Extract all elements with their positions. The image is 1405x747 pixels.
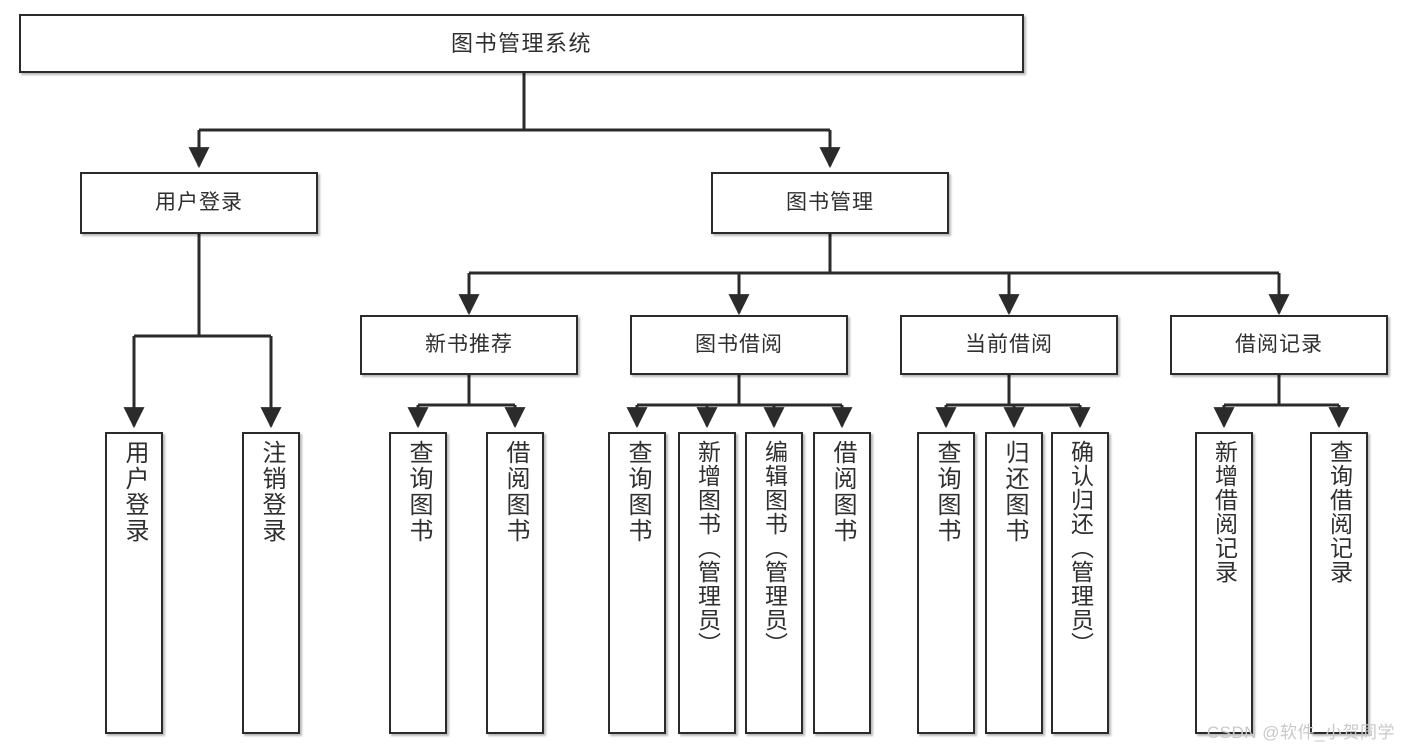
node-current-borrow[interactable]: 当前借阅	[900, 315, 1118, 375]
node-leaf-query-book-1-label: 查询图书	[405, 440, 432, 544]
node-leaf-confirm-return-label: 确认归还（管理员）	[1067, 440, 1094, 656]
node-leaf-borrow-book-1-label: 借阅图书	[502, 440, 529, 544]
node-leaf-query-book-1[interactable]: 查询图书	[389, 432, 447, 734]
node-borrow-record-label: 借阅记录	[1235, 332, 1323, 356]
node-current-borrow-label: 当前借阅	[965, 332, 1053, 356]
node-new-book-recommend-label: 新书推荐	[425, 332, 513, 356]
node-leaf-add-book[interactable]: 新增图书（管理员）	[678, 432, 736, 734]
node-leaf-query-book-2-label: 查询图书	[624, 440, 651, 544]
node-leaf-query-book-3[interactable]: 查询图书	[917, 432, 975, 734]
node-borrow-record[interactable]: 借阅记录	[1170, 315, 1388, 375]
node-leaf-confirm-return[interactable]: 确认归还（管理员）	[1051, 432, 1109, 734]
node-book-borrow-label: 图书借阅	[695, 332, 783, 356]
node-book-management[interactable]: 图书管理	[711, 172, 949, 234]
node-leaf-query-book-2[interactable]: 查询图书	[608, 432, 666, 734]
node-leaf-edit-book-label: 编辑图书（管理员）	[761, 440, 788, 656]
node-book-borrow[interactable]: 图书借阅	[630, 315, 848, 375]
node-user-login[interactable]: 用户登录	[80, 172, 318, 234]
node-leaf-add-record-label: 新增借阅记录	[1211, 440, 1238, 584]
node-leaf-borrow-book-2[interactable]: 借阅图书	[813, 432, 871, 734]
node-leaf-borrow-book-2-label: 借阅图书	[829, 440, 856, 544]
node-leaf-query-record[interactable]: 查询借阅记录	[1310, 432, 1368, 734]
watermark-text: CSDN @软件_小贺同学	[1206, 723, 1395, 742]
node-leaf-edit-book[interactable]: 编辑图书（管理员）	[745, 432, 803, 734]
node-leaf-query-record-label: 查询借阅记录	[1326, 440, 1353, 584]
node-leaf-user-login-label: 用户登录	[121, 440, 148, 544]
node-user-login-label: 用户登录	[155, 190, 243, 214]
node-root-label: 图书管理系统	[450, 30, 592, 56]
node-book-management-label: 图书管理	[786, 190, 874, 214]
node-leaf-user-login[interactable]: 用户登录	[105, 432, 163, 734]
node-leaf-return-book[interactable]: 归还图书	[985, 432, 1043, 734]
node-leaf-borrow-book-1[interactable]: 借阅图书	[486, 432, 544, 734]
node-leaf-query-book-3-label: 查询图书	[933, 440, 960, 544]
node-new-book-recommend[interactable]: 新书推荐	[360, 315, 578, 375]
node-leaf-return-book-label: 归还图书	[1001, 440, 1028, 544]
node-leaf-add-record[interactable]: 新增借阅记录	[1195, 432, 1253, 734]
node-leaf-logout-login[interactable]: 注销登录	[242, 432, 300, 734]
node-root[interactable]: 图书管理系统	[19, 14, 1024, 73]
node-leaf-add-book-label: 新增图书（管理员）	[694, 440, 721, 656]
node-leaf-logout-login-label: 注销登录	[258, 440, 285, 544]
